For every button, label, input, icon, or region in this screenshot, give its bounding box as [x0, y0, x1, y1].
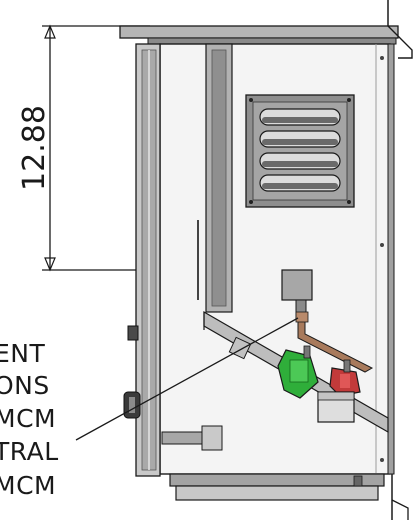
- bottom-bracket: [161, 425, 223, 451]
- green-lug: [277, 345, 319, 399]
- callout-note: ENT ONS MCM TRAL MCM: [0, 339, 59, 500]
- enclosure-base: [169, 473, 409, 520]
- callout-line-2: ONS: [0, 371, 50, 400]
- vent-louvers: [259, 108, 341, 192]
- callout-line-1: ENT: [0, 339, 45, 368]
- callout-line-5: MCM: [0, 471, 56, 500]
- copper-bus-bar: [295, 311, 374, 373]
- dimension-arrow-top: [44, 24, 56, 39]
- callout-leader-line: [75, 317, 299, 441]
- dimension-value: 12.88: [17, 105, 52, 191]
- height-dimension: 12.88: [17, 24, 285, 272]
- louvered-vent: [245, 94, 355, 208]
- grey-terminal-block: [281, 269, 313, 319]
- mounting-channel: [197, 43, 233, 313]
- dimension-arrow-bottom: [44, 257, 56, 272]
- callout-line-3: MCM: [0, 404, 56, 433]
- grey-lug-block: [317, 391, 355, 423]
- callout-line-4: TRAL: [0, 437, 59, 466]
